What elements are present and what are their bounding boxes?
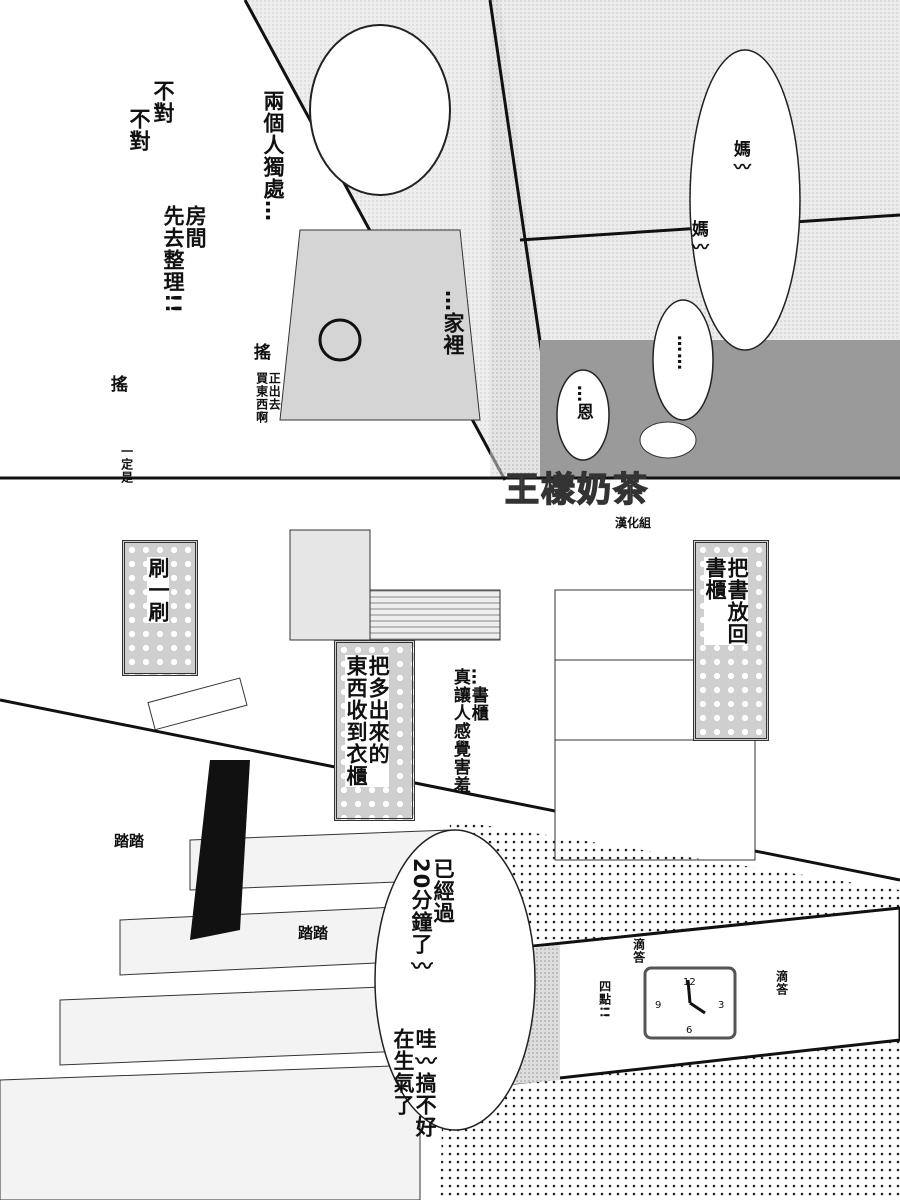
sfx-shake-1: 搖 (249, 343, 270, 361)
text-not-right-2: 不對 (127, 108, 152, 152)
sfx-tick-1: 滴答 (631, 938, 646, 964)
text-mom-1: 媽〰 (729, 140, 750, 176)
text-uh-huh: …恩 (572, 385, 593, 421)
caption-brush-text: 刷一刷 (146, 557, 171, 623)
text-ellipsis: …… (672, 335, 693, 371)
text-twenty-minutes: 已經過 20分鐘了〰 (409, 858, 456, 978)
clock-9: 9 (655, 1000, 662, 1011)
text-four-oclock: 四點!! (597, 980, 612, 1019)
watermark-title: 王樣奶茶 (504, 469, 649, 511)
caption-brush: 刷一刷 (122, 540, 198, 676)
text-not-right-1: 不對 (151, 80, 176, 124)
text-must-be: 一定是 (119, 445, 134, 484)
watermark-subtitle: 漢化組 (615, 516, 652, 530)
girl-head (309, 24, 451, 196)
sfx-step-1: 踏踏 (114, 832, 145, 850)
text-went-shopping: 正出去 買東西啊 (254, 372, 282, 424)
text-mom-2: 媽〰 (687, 220, 708, 256)
clock-6: 6 (686, 1025, 693, 1036)
caption-bookshelf: 把書放回 書櫃 (693, 540, 769, 741)
text-alone-together: 兩個人獨處… (261, 90, 286, 222)
text-home: …家裡 (441, 290, 466, 356)
sfx-tick-2: 滴答 (774, 970, 789, 996)
caption-bookshelf-text: 把書放回 書櫃 (703, 557, 750, 645)
clock-12: 12 (683, 977, 696, 988)
paint-roller (147, 677, 248, 731)
text-angry: 哇〰搞不好 在生氣了 (391, 1028, 438, 1138)
sfx-shake-2: 搖 (106, 375, 127, 393)
caption-closet-text: 把多出來的 東西收到衣櫃 (344, 655, 391, 787)
text-embarrassed: …書櫃 真讓人感覺害羞 (449, 668, 488, 794)
clock-3: 3 (718, 1000, 725, 1011)
text-room-first: 房間 先去整理!! (161, 205, 208, 315)
leg (190, 760, 250, 940)
caption-closet: 把多出來的 東西收到衣櫃 (334, 640, 415, 821)
door-knob (318, 318, 362, 362)
sfx-step-2: 踏踏 (298, 924, 329, 942)
